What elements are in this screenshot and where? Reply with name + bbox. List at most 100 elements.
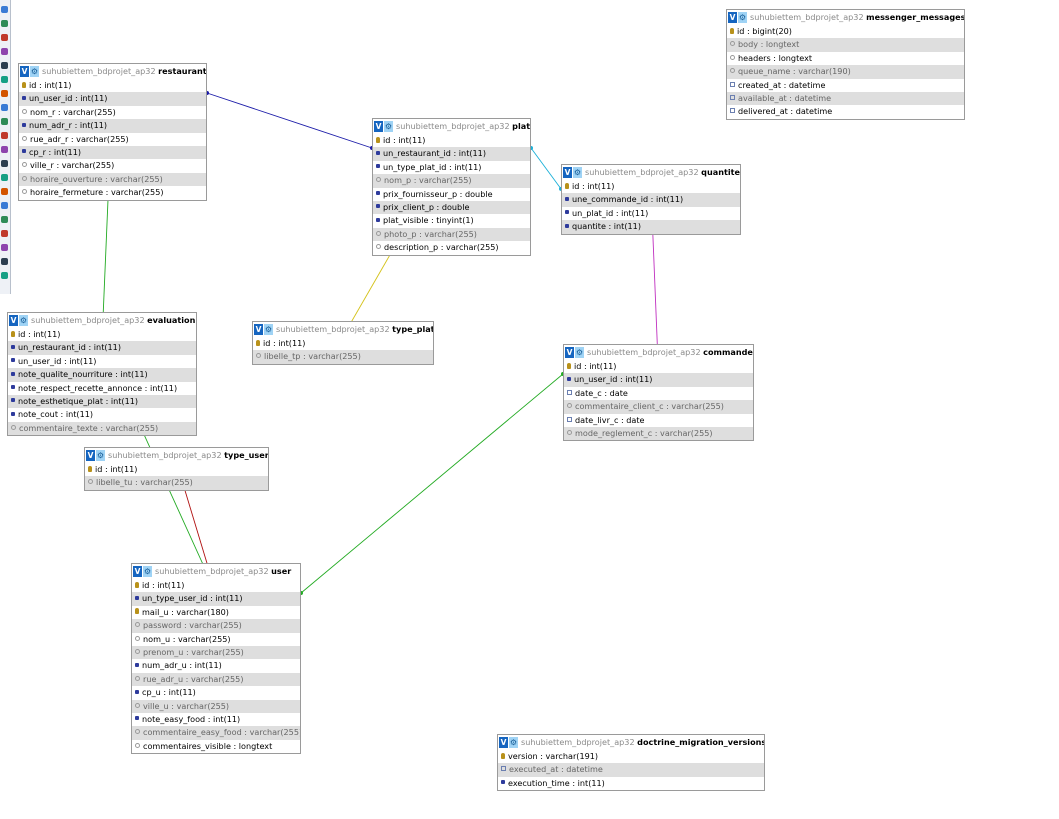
toggle-view-button[interactable]: V [9,315,18,326]
field-row[interactable]: un_plat_id : int(11) [562,207,740,220]
toolbar-tool-icon[interactable] [1,244,8,251]
field-row[interactable]: num_adr_u : int(11) [132,659,300,672]
table-header[interactable]: V⚙suhubiettem_bdprojet_ap32 commande [564,345,753,360]
field-row[interactable]: id : int(11) [132,579,300,592]
field-row[interactable]: quantite : int(11) [562,220,740,234]
table-messenger_messages[interactable]: V⚙suhubiettem_bdprojet_ap32 messenger_me… [726,9,965,120]
field-row[interactable]: horaire_fermeture : varchar(255) [19,186,206,199]
table-settings-icon[interactable]: ⚙ [264,324,273,335]
field-row[interactable]: un_user_id : int(11) [8,355,196,368]
toolbar-tool-icon[interactable] [1,174,8,181]
field-row[interactable]: body : longtext [727,38,964,52]
field-row[interactable]: prix_fournisseur_p : double [373,188,530,201]
field-row[interactable]: cp_r : int(11) [19,145,206,160]
toolbar-tool-icon[interactable] [1,118,8,125]
table-header[interactable]: V⚙suhubiettem_bdprojet_ap32 doctrine_mig… [498,735,764,750]
toolbar-tool-icon[interactable] [1,230,8,237]
table-settings-icon[interactable]: ⚙ [30,66,39,77]
table-settings-icon[interactable]: ⚙ [143,566,152,577]
toolbar-tool-icon[interactable] [1,272,8,279]
designer-toolbar[interactable] [0,0,11,294]
table-header[interactable]: V⚙suhubiettem_bdprojet_ap32 type_user [85,448,268,463]
toggle-view-button[interactable]: V [86,450,95,461]
table-header[interactable]: V⚙suhubiettem_bdprojet_ap32 messenger_me… [727,10,964,25]
field-row[interactable]: headers : longtext [727,52,964,65]
field-row[interactable]: date_c : date [564,387,753,400]
field-row[interactable]: delivered_at : datetime [727,105,964,118]
field-row[interactable]: date_livr_c : date [564,414,753,427]
field-row[interactable]: id : int(11) [85,463,268,476]
field-row[interactable]: id : int(11) [564,360,753,373]
field-row[interactable]: un_restaurant_id : int(11) [373,147,530,161]
field-row[interactable]: password : varchar(255) [132,619,300,633]
field-row[interactable]: commentaire_easy_food : varchar(255) [132,726,300,740]
field-row[interactable]: ville_u : varchar(255) [132,699,300,713]
field-row[interactable]: libelle_tp : varchar(255) [253,350,433,364]
table-settings-icon[interactable]: ⚙ [96,450,105,461]
field-row[interactable]: une_commande_id : int(11) [562,193,740,207]
field-row[interactable]: description_p : varchar(255) [373,241,530,254]
field-row[interactable]: id : int(11) [8,328,196,341]
table-header[interactable]: V⚙suhubiettem_bdprojet_ap32 evaluation [8,313,196,328]
toggle-view-button[interactable]: V [565,347,574,358]
table-header[interactable]: V⚙suhubiettem_bdprojet_ap32 user [132,564,300,579]
field-row[interactable]: libelle_tu : varchar(255) [85,476,268,490]
table-header[interactable]: V⚙suhubiettem_bdprojet_ap32 restaurant [19,64,206,79]
field-row[interactable]: commentaire_texte : varchar(255) [8,421,196,436]
table-settings-icon[interactable]: ⚙ [738,12,747,23]
table-settings-icon[interactable]: ⚙ [509,737,518,748]
table-doctrine_migration_versions[interactable]: V⚙suhubiettem_bdprojet_ap32 doctrine_mig… [497,734,765,792]
table-header[interactable]: V⚙suhubiettem_bdprojet_ap32 type_plat [253,322,433,337]
toolbar-tool-icon[interactable] [1,104,8,111]
toolbar-tool-icon[interactable] [1,20,8,27]
field-row[interactable]: version : varchar(191) [498,750,764,763]
field-row[interactable]: commentaires_visible : longtext [132,740,300,753]
field-row[interactable]: un_user_id : int(11) [564,373,753,387]
field-row[interactable]: photo_p : varchar(255) [373,227,530,242]
field-row[interactable]: id : int(11) [19,79,206,92]
field-row[interactable]: mode_reglement_c : varchar(255) [564,426,753,441]
field-row[interactable]: available_at : datetime [727,91,964,106]
field-row[interactable]: ville_r : varchar(255) [19,159,206,172]
field-row[interactable]: queue_name : varchar(190) [727,65,964,79]
toggle-view-button[interactable]: V [254,324,263,335]
toolbar-tool-icon[interactable] [1,146,8,153]
field-row[interactable]: un_type_plat_id : int(11) [373,161,530,174]
toolbar-tool-icon[interactable] [1,62,8,69]
field-row[interactable]: num_adr_r : int(11) [19,119,206,133]
toggle-view-button[interactable]: V [20,66,29,77]
field-row[interactable]: rue_adr_r : varchar(255) [19,133,206,146]
toolbar-tool-icon[interactable] [1,216,8,223]
toolbar-tool-icon[interactable] [1,188,8,195]
table-header[interactable]: V⚙suhubiettem_bdprojet_ap32 quantite [562,165,740,180]
toolbar-tool-icon[interactable] [1,160,8,167]
field-row[interactable]: un_user_id : int(11) [19,92,206,106]
field-row[interactable]: nom_r : varchar(255) [19,106,206,119]
table-header[interactable]: V⚙suhubiettem_bdprojet_ap32 plat [373,119,530,134]
table-settings-icon[interactable]: ⚙ [575,347,584,358]
toolbar-tool-icon[interactable] [1,258,8,265]
field-row[interactable]: id : int(11) [562,180,740,193]
table-settings-icon[interactable]: ⚙ [384,121,393,132]
field-row[interactable]: prenom_u : varchar(255) [132,645,300,660]
toolbar-tool-icon[interactable] [1,202,8,209]
toggle-view-button[interactable]: V [499,737,508,748]
table-settings-icon[interactable]: ⚙ [573,167,582,178]
field-row[interactable]: un_type_user_id : int(11) [132,592,300,606]
field-row[interactable]: note_esthetique_plat : int(11) [8,394,196,409]
field-row[interactable]: id : int(11) [253,337,433,350]
field-row[interactable]: prix_client_p : double [373,200,530,215]
toggle-view-button[interactable]: V [374,121,383,132]
field-row[interactable]: note_respect_recette_annonce : int(11) [8,382,196,395]
toolbar-tool-icon[interactable] [1,34,8,41]
toolbar-tool-icon[interactable] [1,90,8,97]
toolbar-tool-icon[interactable] [1,132,8,139]
field-row[interactable]: id : int(11) [373,134,530,147]
field-row[interactable]: plat_visible : tinyint(1) [373,214,530,227]
